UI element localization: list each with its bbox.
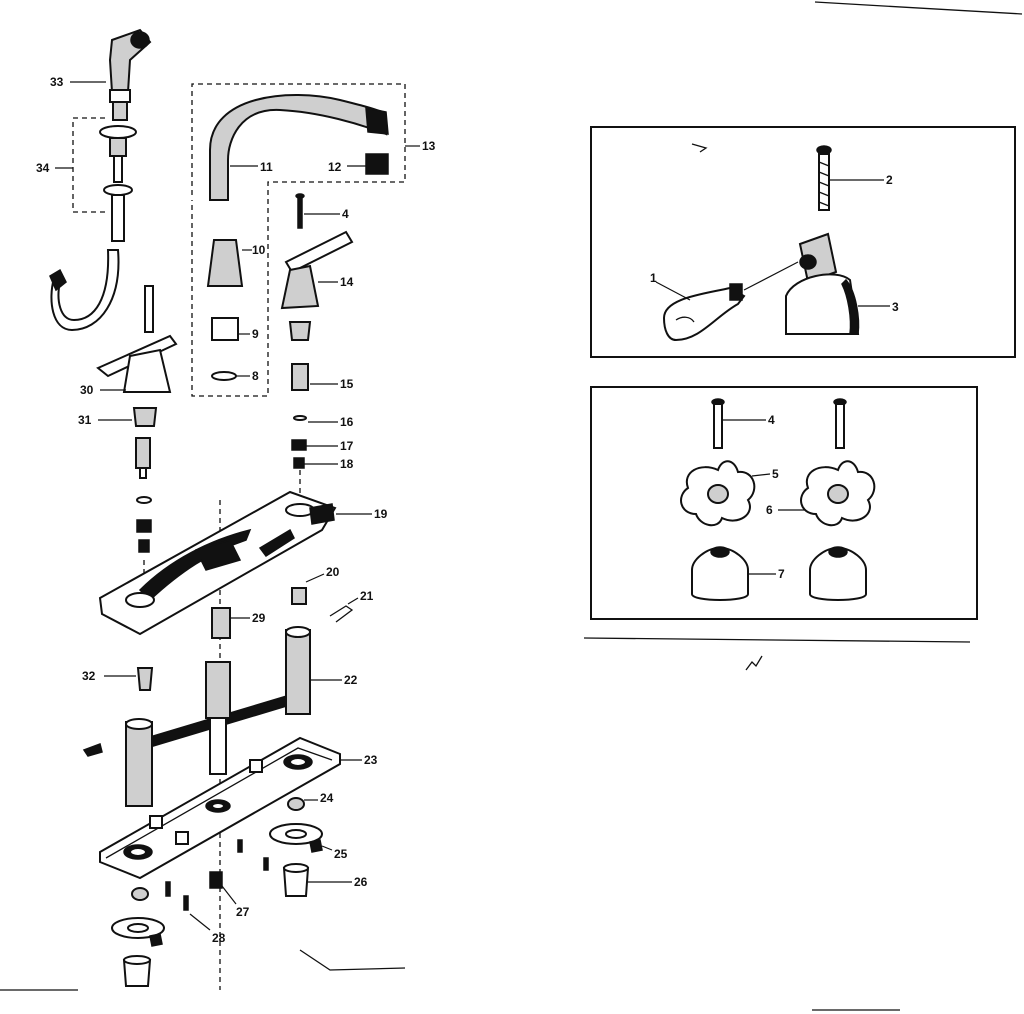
- screw-18: [293, 457, 305, 469]
- screw-4-inset-left: [711, 398, 725, 449]
- spout-base-10: [206, 239, 244, 287]
- callout-2: 2: [886, 173, 893, 187]
- callout-24: 24: [320, 791, 334, 805]
- right-handle-14: [280, 230, 354, 310]
- fitting-29: [211, 607, 231, 639]
- clip-21: [329, 605, 354, 623]
- inset-panel-lever-handle: 2 3 1: [590, 126, 1016, 358]
- nut-20: [291, 587, 307, 605]
- inset-panel-cross-handles: 4 5 6 7: [590, 386, 978, 620]
- callout-32: 32: [82, 669, 96, 683]
- spray-head-33: [108, 28, 152, 121]
- gasket-25: [269, 823, 323, 853]
- body-cover-19: [98, 490, 337, 636]
- hose-end-fitting: [49, 268, 67, 292]
- callout-1: 1: [650, 271, 657, 285]
- callout-26: 26: [354, 875, 368, 889]
- bracket-13: [191, 83, 406, 397]
- callout-6: 6: [766, 503, 773, 517]
- callout-9: 9: [252, 327, 259, 341]
- spout-nut-9: [211, 317, 239, 341]
- right-cap: [288, 321, 312, 341]
- handle-insert: [798, 232, 838, 284]
- callout-17: 17: [340, 439, 354, 453]
- callout-5: 5: [772, 467, 779, 481]
- callout-20: 20: [326, 565, 340, 579]
- handle-base-3: [785, 273, 860, 335]
- left-stem-parts: [135, 437, 152, 553]
- callout-25: 25: [334, 847, 348, 861]
- inset-rule: [583, 637, 971, 643]
- valve-body-22: [82, 626, 311, 807]
- left-bottom-nut: [122, 955, 152, 987]
- callout-13: 13: [422, 139, 436, 153]
- callout-27: 27: [236, 905, 250, 919]
- callout-4-inset: 4: [768, 413, 775, 427]
- callout-22: 22: [344, 673, 358, 687]
- callout-14: 14: [340, 275, 354, 289]
- fitting-27: [209, 871, 223, 889]
- callout-30: 30: [80, 383, 94, 397]
- spray-hose: [50, 249, 120, 332]
- screw-4-inset-right: [833, 398, 847, 449]
- stem-15: [291, 363, 309, 391]
- callout-7: 7: [778, 567, 785, 581]
- callout-10: 10: [252, 243, 266, 257]
- left-bottom-gasket: [111, 887, 165, 947]
- small-screws: [165, 839, 269, 911]
- callout-29: 29: [252, 611, 266, 625]
- fitting-32: [136, 667, 154, 691]
- callout-31: 31: [78, 413, 92, 427]
- callout-4-main: 4: [342, 207, 349, 221]
- scan-edge-bottom: [299, 949, 406, 971]
- callout-12: 12: [328, 160, 342, 174]
- nut-26: [282, 863, 310, 897]
- callout-8: 8: [252, 369, 259, 383]
- base-plate-23: [99, 736, 341, 880]
- callout-21: 21: [360, 589, 374, 603]
- washer-24: [287, 797, 305, 811]
- scan-mark: [745, 655, 763, 671]
- o-ring-16: [293, 415, 307, 421]
- screw-2: [816, 145, 832, 211]
- left-handle-30: [96, 285, 178, 393]
- callout-16: 16: [340, 415, 354, 429]
- callout-18: 18: [340, 457, 354, 471]
- callout-11: 11: [260, 160, 273, 174]
- washer-8: [211, 371, 237, 381]
- callout-33: 33: [50, 75, 64, 89]
- left-cap-31: [132, 407, 158, 427]
- scan-edge-top-right: [814, 1, 1023, 15]
- callout-28: 28: [212, 931, 226, 945]
- callout-34: 34: [36, 161, 50, 175]
- handle-base-7-left: [691, 546, 749, 601]
- spout-11: [209, 94, 388, 201]
- washer-17: [291, 439, 307, 451]
- screw-4-right: [295, 193, 305, 229]
- hose-guide-parts-34: [99, 125, 137, 242]
- cross-handle-5: [680, 460, 756, 527]
- handle-base-7-right: [809, 546, 867, 601]
- callout-19: 19: [374, 507, 388, 521]
- cross-handle-6: [800, 460, 876, 527]
- callout-15: 15: [340, 377, 354, 391]
- callout-23: 23: [364, 753, 378, 767]
- aerator-12: [365, 153, 389, 175]
- callout-3: 3: [892, 300, 899, 314]
